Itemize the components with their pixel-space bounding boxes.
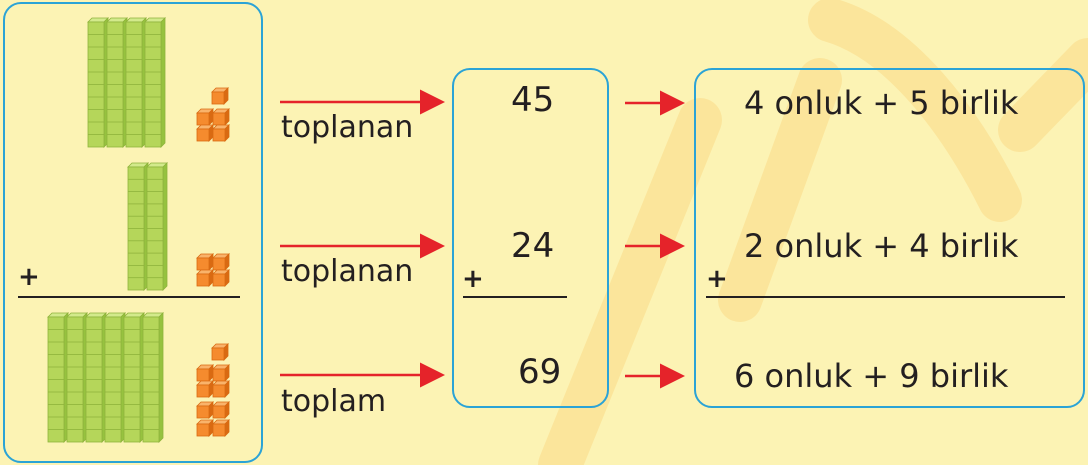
- addend-1-number: 45: [511, 80, 555, 120]
- plus-sign-parts: +: [706, 264, 728, 294]
- addend-1-parts: 4 onluk + 5 birlik: [744, 84, 1019, 122]
- plus-sign-numbers: +: [462, 264, 484, 294]
- ones-cube: [212, 108, 230, 126]
- tens-rod: [142, 312, 164, 443]
- addend-2-number: 24: [511, 226, 555, 266]
- ones-cube: [196, 380, 214, 398]
- ones-cube: [212, 253, 230, 271]
- tens-rod: [146, 162, 168, 291]
- ones-cube: [211, 87, 229, 105]
- ones-cube: [196, 108, 214, 126]
- plus-sign-blocks: +: [18, 262, 40, 292]
- ones-cube: [196, 269, 214, 287]
- ones-cube: [212, 380, 230, 398]
- row-label-1: toplanan: [281, 110, 414, 145]
- sum-number: 69: [518, 352, 562, 392]
- ones-cube: [212, 124, 230, 142]
- ones-cube: [212, 364, 230, 382]
- ones-cube: [212, 401, 230, 419]
- sum-parts: 6 onluk + 9 birlik: [734, 357, 1009, 395]
- ones-cube: [212, 269, 230, 287]
- ones-cube: [212, 419, 230, 437]
- ones-cube: [196, 419, 214, 437]
- tens-rod: [104, 312, 126, 443]
- ones-cube: [196, 253, 214, 271]
- row-label-2: toplanan: [281, 254, 414, 289]
- ones-cube: [211, 343, 229, 361]
- place-value-panel: [694, 68, 1085, 408]
- addend-2-parts: 2 onluk + 4 birlik: [744, 227, 1019, 265]
- ones-cube: [196, 124, 214, 142]
- numbers-panel: [452, 68, 609, 408]
- tens-rod: [144, 17, 166, 148]
- base-ten-blocks-panel: [3, 2, 263, 463]
- tens-rod: [66, 312, 88, 443]
- row-label-3: toplam: [281, 384, 387, 419]
